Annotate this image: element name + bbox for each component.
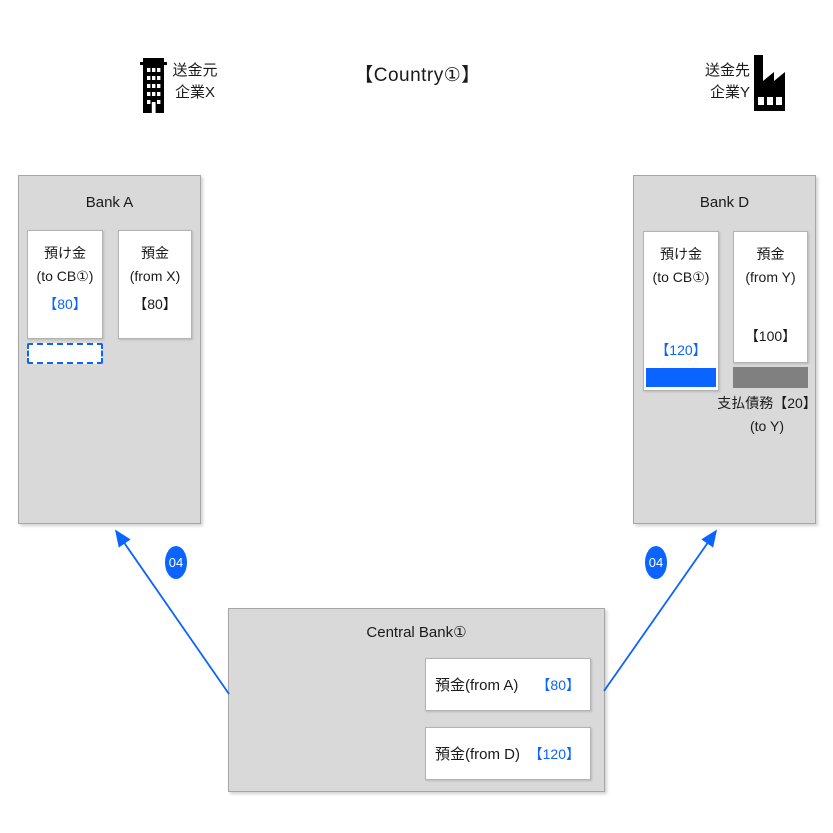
bank-d-liability-bar — [733, 367, 808, 388]
bank-d-liability-label: 支払債務【20】 (to Y) — [717, 395, 817, 434]
bank-d-title: Bank D — [699, 194, 750, 211]
bank-a-pending-slot — [27, 343, 103, 364]
cb-row-d-label: 預金(from D) — [435, 746, 520, 763]
bank-a-deposit-box: 預金 (from X) 【80】 — [118, 230, 192, 339]
bank-a-asset-label: 預け金 (to CB①) — [36, 245, 94, 284]
step-badge-left: 04 — [165, 546, 187, 579]
bank-d-deposit-amount: 【100】 — [744, 328, 797, 344]
bank-a-box: Bank A 預け金 (to CB①) 【80】 預金 (from X) 【80… — [18, 175, 201, 524]
bank-d-asset-amount: 【120】 — [655, 342, 707, 358]
bank-a-deposit-amount: 【80】 — [133, 296, 177, 312]
central-bank-box: Central Bank① 預金(from A) 【80】 預金(from D)… — [228, 608, 605, 792]
cb-row-a-label: 預金(from A) — [435, 677, 519, 694]
sender-company-label: 送金元 企業X — [172, 62, 218, 101]
bank-d-asset-highlight-bar — [646, 368, 716, 387]
central-bank-deposit-from-d-row: 預金(from D) 【120】 — [425, 727, 591, 780]
central-bank-deposit-from-a-row: 預金(from A) 【80】 — [425, 658, 591, 711]
bank-a-deposit-label: 預金 (from X) — [129, 245, 181, 284]
bank-a-asset-box: 預け金 (to CB①) 【80】 — [27, 230, 103, 339]
bank-d-box: Bank D 預け金 (to CB①) 【120】 預金 (from Y) 【1… — [633, 175, 817, 524]
bank-a-title: Bank A — [85, 194, 134, 211]
bank-d-asset-box: 預け金 (to CB①) 【120】 — [643, 231, 719, 391]
cb-row-d-amount: 【120】 — [528, 745, 580, 762]
bank-d-deposit-label: 預金 (from Y) — [745, 246, 796, 285]
central-bank-title: Central Bank① — [366, 624, 467, 641]
bank-a-asset-amount: 【80】 — [43, 296, 87, 312]
receiver-company-label: 送金先 企業Y — [704, 62, 750, 101]
country-title: 【Country①】 — [354, 65, 481, 86]
office-building-icon — [140, 56, 167, 118]
cb-row-a-amount: 【80】 — [536, 676, 580, 693]
bank-d-asset-label: 預け金 (to CB①) — [652, 246, 710, 285]
factory-icon — [751, 53, 789, 116]
step-badge-right: 04 — [645, 546, 667, 579]
bank-d-deposit-box: 預金 (from Y) 【100】 — [733, 231, 808, 363]
